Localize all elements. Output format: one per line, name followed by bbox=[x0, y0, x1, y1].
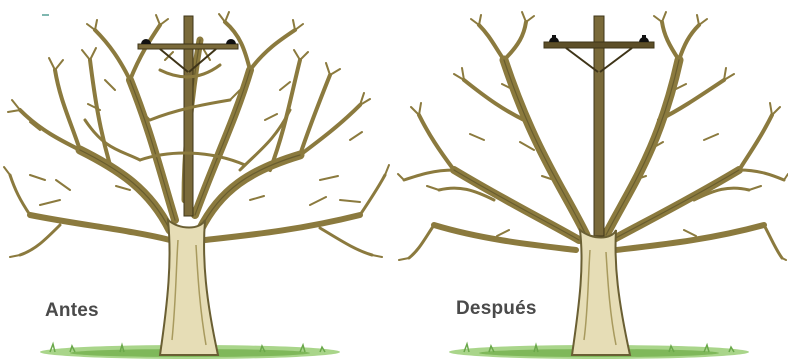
after-label: Después bbox=[456, 298, 537, 320]
before-label: Antes bbox=[45, 300, 99, 322]
after-panel: Después bbox=[394, 0, 788, 362]
utility-pole-icon bbox=[138, 16, 238, 216]
utility-pole-icon bbox=[544, 16, 654, 236]
before-panel: Antes bbox=[0, 0, 394, 362]
tree-crown bbox=[398, 12, 788, 260]
after-tree-illustration bbox=[394, 0, 788, 362]
